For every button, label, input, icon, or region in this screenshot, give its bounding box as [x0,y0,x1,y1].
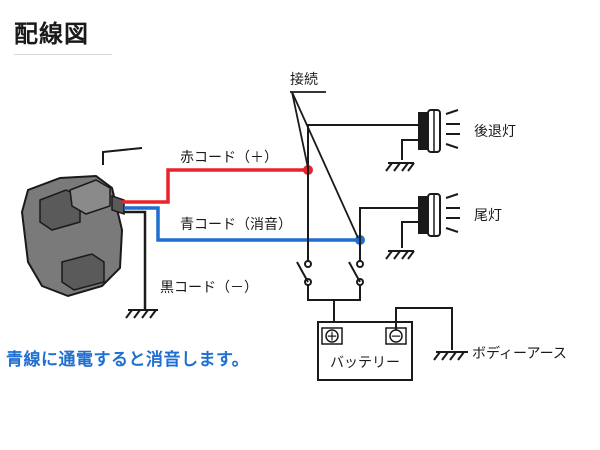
body-earth-label: ボディーアース [472,345,567,362]
battery-plus-label: ＋ [327,330,338,343]
title-divider [14,54,112,55]
battery-earth-wire [395,307,453,350]
tail-lamp-label: 尾灯 [474,208,502,224]
battery-minus-label: － [391,330,402,343]
page-title: 配線図 [14,20,89,48]
note-text: 青線に通電すると消音します。 [6,350,250,370]
ground-symbol-tail [385,250,415,260]
ground-symbol-black [125,309,158,319]
battery-plus-terminal [325,329,339,343]
battery: ＋ － バッテリー [317,321,413,381]
blue-cord-label: 青コード（消音） [180,216,292,233]
black-cord-label: 黒コード（－） [160,280,258,296]
connection-pointer-lines [290,91,359,239]
black-wire [124,210,147,310]
red-wire [122,168,308,204]
blue-wire [124,206,360,242]
connection-label: 接続 [290,71,318,88]
reverse-lamp [401,109,460,160]
battery-label: バッテリー [330,355,400,371]
ground-symbol-earth [433,351,468,361]
reverse-switch [296,260,312,286]
tail-switch [348,260,364,286]
reverse-lamp-label: 後退灯 [474,124,516,140]
tail-lamp [401,193,460,248]
ground-symbol-reverse [385,162,415,172]
buzzer-device [20,147,143,298]
lamp-wiring [307,124,418,262]
switch-to-battery-wiring [307,285,361,322]
red-cord-label: 赤コード（＋） [180,150,278,166]
